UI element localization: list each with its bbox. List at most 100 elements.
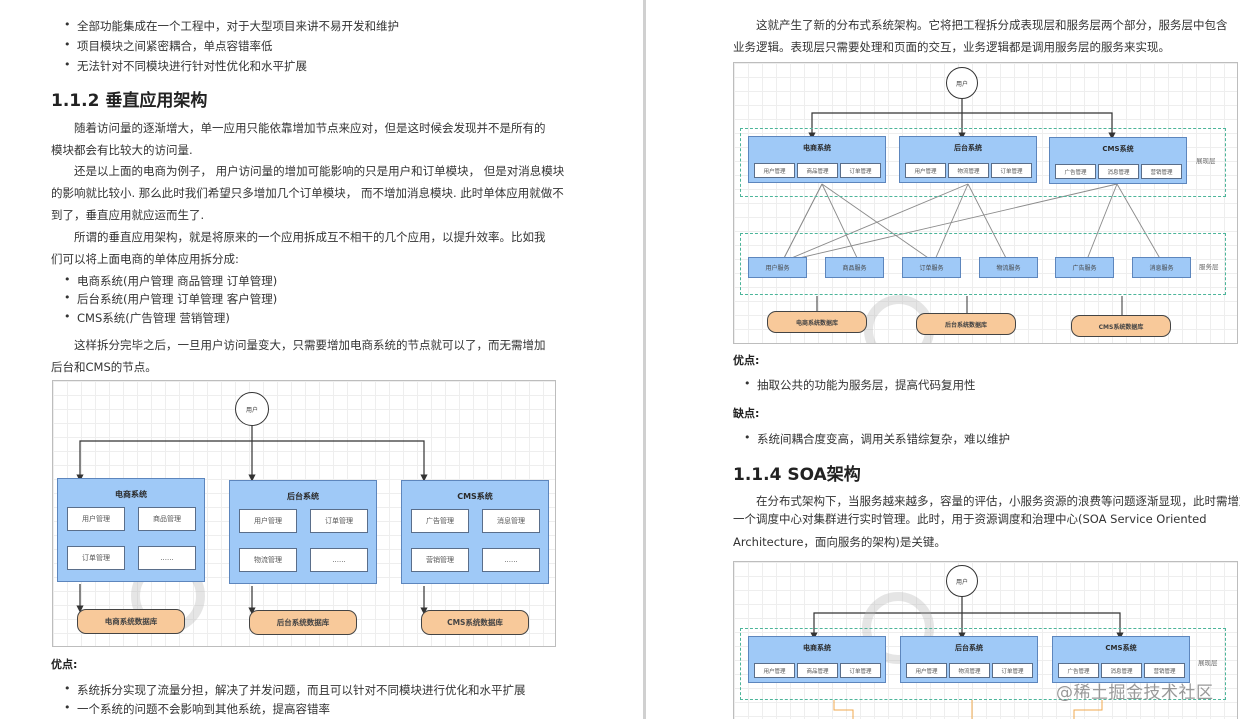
bullet-item: 后台系统(用户管理 订单管理 客户管理) (64, 291, 277, 307)
section-heading: 1.1.2 垂直应用架构 (51, 91, 208, 111)
module-box: 用户管理 (239, 509, 297, 533)
module-box: 物流管理 (239, 548, 297, 572)
module-box: ...... (138, 546, 196, 570)
bullet-item: 项目模块之间紧密耦合，单点容错率低 (64, 38, 272, 54)
service-layer (740, 233, 1226, 295)
module-box: 订单管理 (840, 163, 881, 178)
module-box: 广告管理 (1058, 663, 1099, 678)
bullet-item: 系统拆分实现了流量分担，解决了并发问题，而且可以针对不同模块进行优化和水平扩展 (64, 682, 525, 698)
paragraph: 这就产生了新的分布式系统架构。它将把工程拆分成表现层和服务层两个部分，服务层中包… (733, 14, 1228, 58)
system-title: 后台系统 (954, 144, 982, 152)
paragraph-text: 还是以上面的电商为例子， 用户访问量的增加可能影响的只是用户和订单模块， 但是对… (51, 164, 565, 222)
paragraph-text: 这就产生了新的分布式系统架构。它将把工程拆分成表现层和服务层两个部分，服务层中包… (733, 18, 1228, 54)
module-box: 用户管理 (906, 663, 947, 678)
section-heading: 1.1.4 SOA架构 (733, 465, 861, 485)
database-node: 电商系统数据库 (767, 311, 867, 333)
system-title: 电商系统 (803, 644, 831, 652)
system-box-cms: CMS系统 广告管理 消息管理 营销管理 (1052, 636, 1190, 683)
document-page-right: 这就产生了新的分布式系统架构。它将把工程拆分成表现层和服务层两个部分，服务层中包… (646, 0, 1240, 719)
service-box: 物流服务 (979, 257, 1038, 278)
module-box: 订单管理 (992, 663, 1033, 678)
module-box: 物流管理 (948, 163, 989, 178)
bullet-item: 电商系统(用户管理 商品管理 订单管理) (64, 273, 277, 289)
module-box: ...... (310, 548, 368, 572)
service-layer-label: 服务层 (1199, 263, 1219, 271)
module-box: 商品管理 (138, 507, 196, 531)
system-box-backoffice: 后台系统 用户管理 订单管理 物流管理 ...... (229, 480, 377, 584)
diagram-connectors (810, 596, 1124, 719)
system-box-cms: CMS系统 广告管理 消息管理 营销管理 ...... (401, 480, 549, 584)
presentation-layer (740, 628, 1226, 700)
vertical-architecture-diagram: 用户 电商系统 用户管理 商品管理 订单管理 ...... 后台系统 用户管理 … (52, 380, 556, 647)
cons-label: 缺点: (733, 407, 760, 420)
page-divider (643, 0, 646, 719)
paragraph: 所谓的垂直应用架构，就是将原来的一个应用拆成互不相干的几个应用，以提升效率。比如… (51, 226, 556, 270)
paragraph: 这样拆分完毕之后，一旦用户访问量变大，只需要增加电商系统的节点就可以了，而无需增… (51, 334, 556, 378)
system-title: 电商系统 (115, 490, 147, 499)
module-box: 订单管理 (310, 509, 368, 533)
distributed-architecture-diagram: 用户 展现层 电商系统 用户管理 商品管理 订单管理 后台系统 用户管理 物流管… (733, 62, 1238, 344)
bullet-item: CMS系统(广告管理 营销管理) (64, 310, 230, 326)
module-box: 营销管理 (1144, 663, 1185, 678)
system-title: CMS系统 (1102, 145, 1134, 153)
pros-label: 优点: (733, 354, 760, 367)
module-box: 用户管理 (754, 163, 795, 178)
bullet-item: 全部功能集成在一个工程中，对于大型项目来讲不易开发和维护 (64, 18, 399, 34)
module-box: 广告管理 (411, 509, 469, 533)
system-box-ecommerce: 电商系统 用户管理 商品管理 订单管理 ...... (57, 478, 205, 582)
system-title: 后台系统 (287, 492, 319, 501)
bullet-item: 抽取公共的功能为服务层，提高代码复用性 (744, 377, 975, 393)
service-box: 消息服务 (1132, 257, 1191, 278)
paragraph: 还是以上面的电商为例子， 用户访问量的增加可能影响的只是用户和订单模块， 但是对… (51, 160, 566, 226)
paragraph-line: Architecture，面向服务的架构)是关键。 (733, 535, 946, 549)
service-box: 用户服务 (748, 257, 807, 278)
database-node: 后台系统数据库 (916, 313, 1016, 335)
presentation-layer-label: 展现层 (1198, 659, 1218, 667)
module-box: 营销管理 (1141, 164, 1182, 179)
database-node: 后台系统数据库 (249, 610, 357, 635)
paragraph-text: 随着访问量的逐渐增大，单一应用只能依靠增加节点来应对，但是这时候会发现并不是所有… (51, 121, 546, 157)
module-box: 订单管理 (67, 546, 125, 570)
bullet-item: 系统间耦合度变高，调用关系错综复杂，难以维护 (744, 431, 1010, 447)
module-box: 广告管理 (1055, 164, 1096, 179)
paragraph-line: 一个调度中心对集群进行实时管理。此时，用于资源调度和治理中心(SOA Servi… (733, 512, 1207, 526)
paragraph-line: 在分布式架构下，当服务越来越多，容量的评估，小服务资源的浪费等问题逐渐显现，此时… (733, 490, 1240, 512)
user-node: 用户 (235, 392, 269, 426)
pros-label: 优点: (51, 658, 78, 671)
document-page-left: 全部功能集成在一个工程中，对于大型项目来讲不易开发和维护 项目模块之间紧密耦合，… (0, 0, 643, 719)
module-box: 用户管理 (905, 163, 946, 178)
system-box-backoffice: 后台系统 用户管理 物流管理 订单管理 (899, 136, 1037, 183)
system-box-cms: CMS系统 广告管理 消息管理 营销管理 (1049, 137, 1187, 184)
database-node: CMS系统数据库 (421, 610, 529, 635)
service-box: 订单服务 (902, 257, 961, 278)
system-title: CMS系统 (1105, 644, 1137, 652)
presentation-layer-label: 展现层 (1196, 157, 1216, 165)
module-box: 用户管理 (754, 663, 795, 678)
service-box: 广告服务 (1055, 257, 1114, 278)
diagram-connectors (76, 426, 428, 615)
diagram-connectors (781, 99, 1163, 317)
module-box: 消息管理 (1098, 164, 1139, 179)
site-watermark: @稀土掘金技术社区 (1056, 683, 1214, 703)
module-box: 消息管理 (1101, 663, 1142, 678)
bullet-item: 一个系统的问题不会影响到其他系统，提高容错率 (64, 701, 330, 717)
module-box: 营销管理 (411, 548, 469, 572)
module-box: 商品管理 (797, 663, 838, 678)
soa-architecture-diagram: 用户 展现层 电商系统 用户管理 商品管理 订单管理 后台系统 用户管理 物流管… (733, 561, 1238, 719)
service-box: 商品服务 (825, 257, 884, 278)
module-box: 用户管理 (67, 507, 125, 531)
user-node: 用户 (946, 67, 978, 99)
service-call-lines (781, 183, 1163, 263)
system-title: 后台系统 (955, 644, 983, 652)
database-node: CMS系统数据库 (1071, 315, 1171, 337)
module-box: 商品管理 (797, 163, 838, 178)
paragraph-text: 这样拆分完毕之后，一旦用户访问量变大，只需要增加电商系统的节点就可以了，而无需增… (51, 338, 546, 374)
system-box-ecommerce: 电商系统 用户管理 商品管理 订单管理 (748, 636, 886, 683)
paragraph: 随着访问量的逐渐增大，单一应用只能依靠增加节点来应对，但是这时候会发现并不是所有… (51, 117, 556, 161)
paragraph-text: 所谓的垂直应用架构，就是将原来的一个应用拆成互不相干的几个应用，以提升效率。比如… (51, 230, 546, 266)
module-box: 订单管理 (991, 163, 1032, 178)
system-box-ecommerce: 电商系统 用户管理 商品管理 订单管理 (748, 136, 886, 183)
module-box: ...... (482, 548, 540, 572)
paragraph-text: 在分布式架构下，当服务越来越多，容量的评估，小服务资源的浪费等问题逐渐显现，此时… (756, 494, 1240, 508)
bullet-item: 无法针对不同模块进行针对性优化和水平扩展 (64, 58, 307, 74)
